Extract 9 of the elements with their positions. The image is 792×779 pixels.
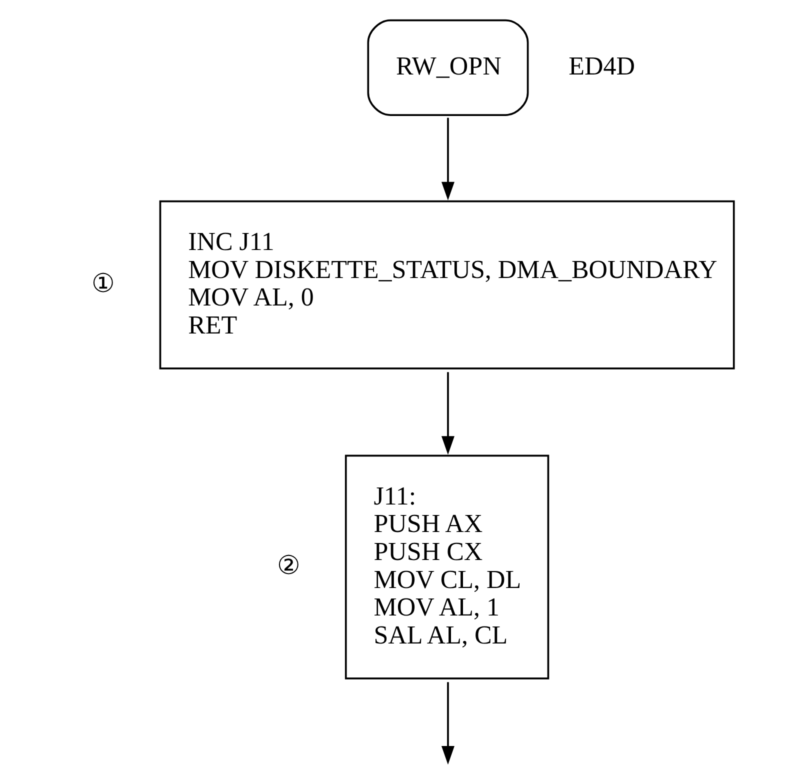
node-box: RW_OPN xyxy=(367,19,529,116)
arrow xyxy=(441,682,454,765)
node-box: J11: PUSH AX PUSH CX MOV CL, DL MOV AL, 1 SAL AL, CL xyxy=(344,454,550,680)
arrow xyxy=(441,118,454,200)
node-label: ED4D xyxy=(568,52,636,81)
node-label: ② xyxy=(277,550,300,580)
node-label: ① xyxy=(92,268,115,298)
arrow xyxy=(441,372,454,455)
node-box: INC J11 MOV DISKETTE_STATUS, DMA_BOUNDARY MOV AL, 0 RET xyxy=(159,200,735,370)
